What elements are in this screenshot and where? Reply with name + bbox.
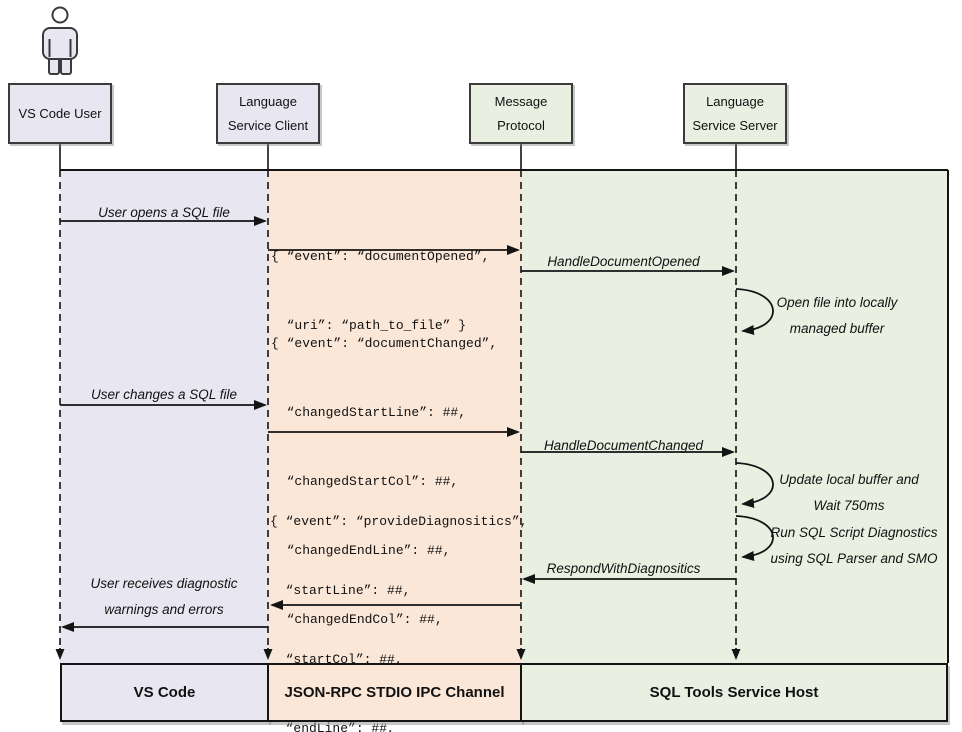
lane-footer-service-host: SQL Tools Service Host [520, 663, 948, 722]
lane-footer-label: SQL Tools Service Host [649, 684, 819, 701]
participant-label-line1: Language [706, 94, 764, 109]
participant-label-line2: Protocol [497, 118, 545, 133]
payload-line: “changedEndCol”: ##, [271, 612, 443, 627]
participant-language-service-server: Language Service Server [683, 83, 787, 144]
payload-line: “changedStartCol”: ##, [271, 474, 459, 489]
participant-label-line2: Service Client [227, 118, 309, 133]
note-line2: Wait 750ms [813, 498, 885, 513]
payload-provide-diagnostics: { “event”: “provideDiagnositics”, “start… [270, 464, 527, 732]
note-line2: managed buffer [789, 321, 885, 336]
note-line1: Run SQL Script Diagnostics [770, 525, 938, 540]
payload-document-opened: { “event”: “documentOpened”, “uri”: “pat… [271, 199, 489, 383]
message-label-user-receives-diagnostics: User receives diagnostic warnings and er… [60, 571, 268, 623]
note-update-buffer-wait: Update local buffer and Wait 750ms [750, 467, 948, 519]
message-label-handle-document-opened: HandleDocumentOpened [547, 254, 700, 269]
participant-label-line1: Language [239, 94, 297, 109]
participant-vscode-user: VS Code User [8, 83, 112, 144]
label-line2: warnings and errors [104, 602, 224, 617]
participant-label-line1: Message [494, 94, 548, 109]
participant-label: VS Code User [18, 106, 102, 121]
message-label-respond-with-diagnostics: RespondWithDiagnositics [546, 561, 701, 576]
lane-footer-vscode: VS Code [60, 663, 269, 722]
payload-line: “changedEndLine”: ##, [271, 543, 451, 558]
lane-footer-ipc-channel: JSON-RPC STDIO IPC Channel [267, 663, 522, 722]
lane-footer-label: VS Code [133, 684, 196, 701]
message-label-user-opens-file: User opens a SQL file [98, 205, 230, 220]
note-line2: using SQL Parser and SMO [770, 551, 938, 566]
payload-line: “changedStartLine”: ##, [271, 405, 467, 420]
lane-service-host [521, 170, 948, 663]
payload-line: { “event”: “provideDiagnositics”, [270, 514, 528, 529]
note-line1: Update local buffer and [779, 472, 919, 487]
participant-language-service-client: Language Service Client [216, 83, 320, 144]
actor-icon [42, 6, 78, 75]
participant-label-line2: Service Server [692, 118, 778, 133]
message-label-handle-document-changed: HandleDocumentChanged [543, 438, 704, 453]
payload-line: “startLine”: ##, [270, 583, 411, 598]
payload-line: “uri”: “path_to_file” } [271, 318, 467, 333]
note-run-diagnostics: Run SQL Script Diagnostics using SQL Par… [753, 520, 955, 572]
lane-ipc-channel [268, 170, 521, 663]
lane-vscode [60, 170, 268, 663]
payload-line: “endLine”: ##, [270, 721, 395, 732]
lane-footer-label: JSON-RPC STDIO IPC Channel [284, 684, 505, 701]
payload-line: { “event”: “documentChanged”, [271, 336, 498, 351]
note-line1: Open file into locally [776, 295, 898, 310]
participant-message-protocol: Message Protocol [469, 83, 573, 144]
note-open-file-buffer: Open file into locally managed buffer [738, 290, 936, 342]
payload-line: { “event”: “documentOpened”, [271, 249, 490, 264]
message-label-user-changes-file: User changes a SQL file [90, 387, 238, 402]
label-line1: User receives diagnostic [90, 576, 238, 591]
